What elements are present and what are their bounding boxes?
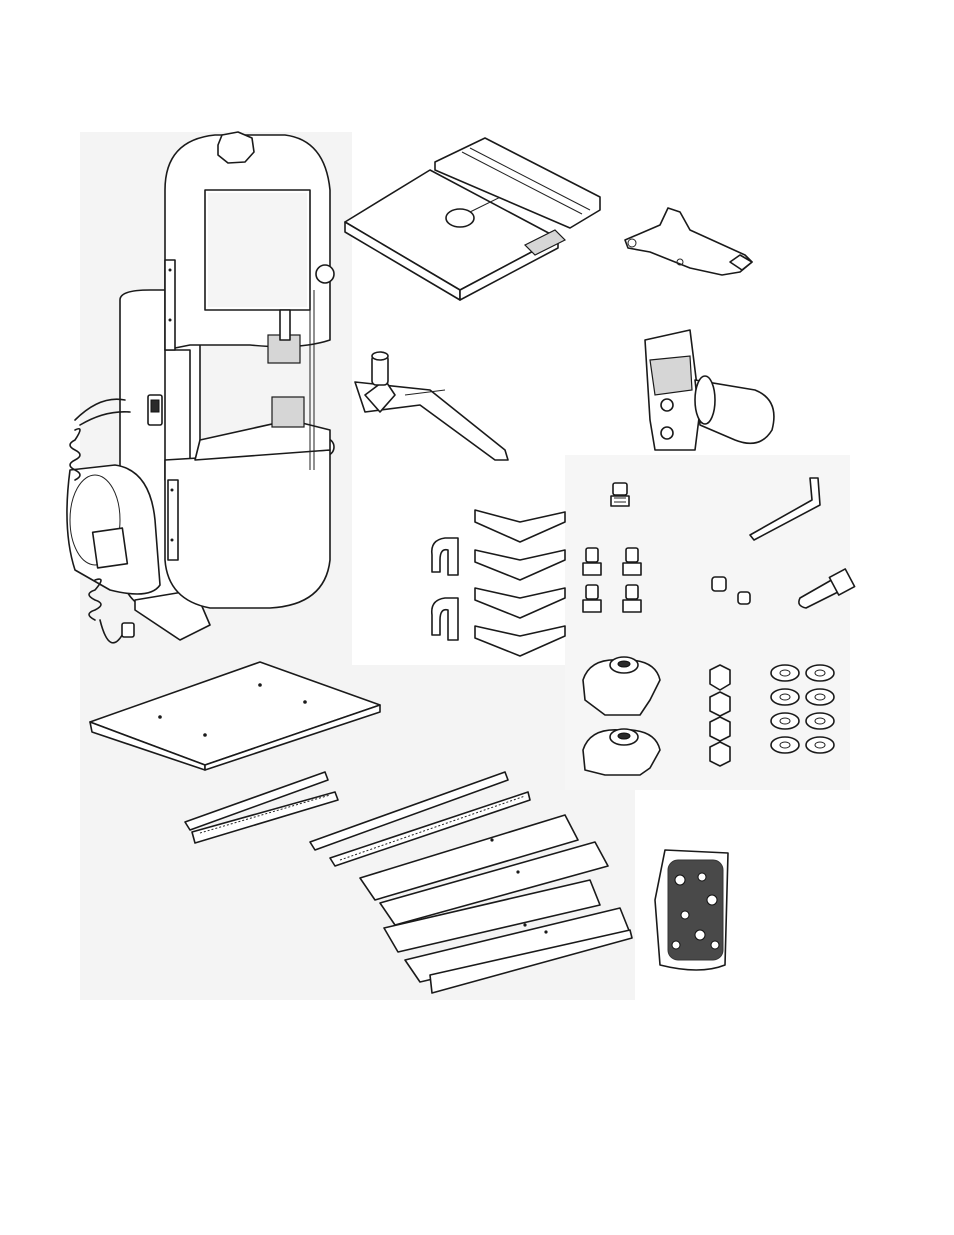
cord-clip-icon <box>432 538 458 640</box>
dust-port-icon <box>645 330 774 450</box>
corner-bracket-icon <box>475 510 565 656</box>
table-icon <box>345 138 600 300</box>
trunnion-bracket-icon <box>625 208 752 275</box>
hardware-bag-icon <box>655 850 728 970</box>
miter-gauge-icon <box>355 352 508 460</box>
